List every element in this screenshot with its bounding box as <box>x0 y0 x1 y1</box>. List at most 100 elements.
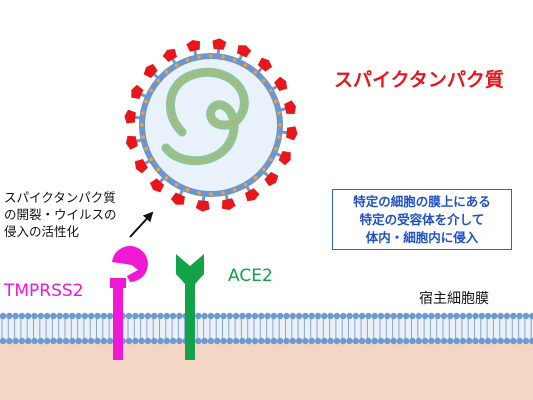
info-box-line: 体内・細胞内に侵入 <box>365 230 479 245</box>
lipid-head <box>321 312 328 320</box>
spike-head <box>125 136 138 150</box>
lipid-head <box>151 312 158 320</box>
lipid-head <box>390 337 397 345</box>
lipid-head <box>100 312 108 320</box>
envelope-dot <box>174 182 179 187</box>
lipid-head <box>69 312 76 320</box>
lipid-head <box>478 337 485 345</box>
envelope-dot <box>164 70 169 74</box>
lipid-head <box>88 337 95 345</box>
lipid-head <box>176 337 183 345</box>
envelope-dot <box>140 123 144 127</box>
lipid-head <box>283 337 290 345</box>
lipid-head <box>220 312 227 320</box>
lipid-head <box>522 312 530 320</box>
lipid-head <box>497 312 504 320</box>
lipid-head <box>302 312 309 320</box>
lipid-head <box>384 312 391 320</box>
lipid-head <box>377 337 385 345</box>
lipid-head <box>277 337 284 345</box>
lipid-head <box>447 312 454 320</box>
host-cell-membrane <box>0 312 533 345</box>
envelope-dot <box>197 191 201 195</box>
lipid-head <box>50 312 57 320</box>
lipid-head <box>503 312 511 320</box>
lipid-head <box>434 312 441 320</box>
lipid-head <box>396 312 404 320</box>
lipid-head <box>321 337 328 345</box>
lipid-head <box>270 337 278 345</box>
spike-head <box>237 45 252 58</box>
lipid-head <box>88 312 95 320</box>
lipid-head <box>207 337 215 345</box>
lipid-head <box>69 337 76 345</box>
envelope-dot <box>185 58 190 62</box>
lipid-head <box>37 312 44 320</box>
lipid-head <box>409 337 416 345</box>
lipid-head <box>245 337 252 345</box>
lipid-head <box>295 337 303 345</box>
lipid-head <box>239 312 246 320</box>
lipid-head <box>503 337 511 345</box>
lipid-head <box>340 312 347 320</box>
lipid-head <box>522 337 530 345</box>
envelope-dot <box>141 135 145 139</box>
lipid-head <box>169 337 177 345</box>
lipid-head <box>314 337 322 345</box>
lipid-head <box>132 337 139 345</box>
activation-label-line: スパイクタンパク質 <box>4 190 116 205</box>
lipid-head <box>516 312 523 320</box>
spike-head <box>195 200 210 212</box>
lipid-head <box>352 337 359 345</box>
lipid-head <box>371 312 378 320</box>
spike-head <box>134 158 148 174</box>
lipid-head <box>43 337 51 345</box>
lipid-head <box>94 337 101 345</box>
lipid-head <box>18 312 26 320</box>
lipid-head <box>497 337 504 345</box>
host-membrane-label: 宿主細胞膜 <box>419 291 489 307</box>
envelope-dot <box>156 167 160 172</box>
envelope-dot <box>221 55 225 59</box>
lipid-head <box>258 337 265 345</box>
lipid-head <box>365 337 372 345</box>
activation-label: スパイクタンパク質 の開裂・ウイルスの 侵入の活性化 <box>4 189 117 240</box>
envelope-dot <box>209 192 213 196</box>
lipid-head <box>195 337 202 345</box>
spike-head <box>124 109 136 124</box>
envelope-dot <box>262 167 266 172</box>
lipid-head <box>207 312 215 320</box>
envelope-dot <box>197 55 201 59</box>
lipid-head <box>125 312 133 320</box>
lipid-head <box>251 312 259 320</box>
lipid-head <box>472 337 479 345</box>
tmprss2-protease <box>110 246 148 360</box>
lipid-head <box>31 337 38 345</box>
lipid-head <box>277 312 284 320</box>
envelope-dot <box>149 157 154 162</box>
lipid-head <box>403 312 410 320</box>
lipid-head <box>56 337 63 345</box>
lipid-head <box>157 312 164 320</box>
lipid-head <box>440 337 448 345</box>
lipid-head <box>144 312 152 320</box>
lipid-head <box>201 312 208 320</box>
spike-head <box>286 126 298 141</box>
lipid-head <box>396 337 404 345</box>
lipid-head <box>62 312 70 320</box>
envelope-dot <box>243 63 248 68</box>
lipid-head <box>358 337 366 345</box>
lipid-head <box>25 337 32 345</box>
envelope-proteins <box>140 54 282 196</box>
lipid-head <box>106 312 114 320</box>
envelope-dot <box>185 188 190 192</box>
lipid-head <box>308 337 315 345</box>
lipid-head <box>346 337 353 345</box>
spike-head <box>257 57 273 72</box>
lipid-head <box>289 312 296 320</box>
spike-head <box>244 188 260 202</box>
envelope-dot <box>274 146 278 151</box>
lipid-head <box>0 337 7 345</box>
